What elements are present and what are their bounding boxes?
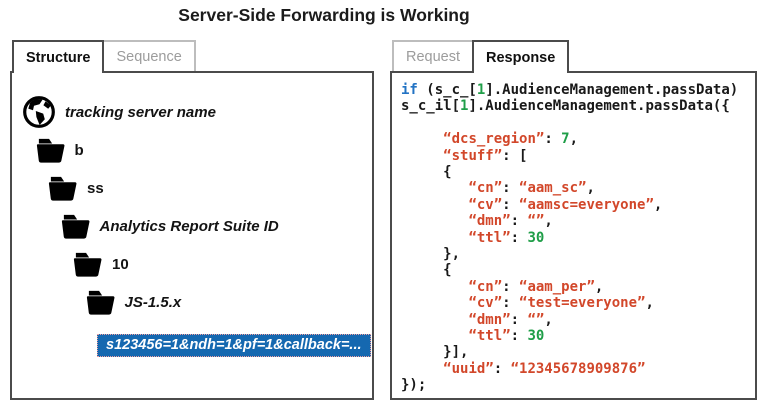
code-line: if (s_c_[1].AudienceManagement.passData) (401, 82, 739, 98)
code-line: “dmn”: “”, (468, 213, 553, 230)
folder-icon (72, 251, 103, 278)
tab-label: Response (486, 49, 556, 66)
tree-item-label: ss (87, 179, 104, 197)
code-line: “dmn”: “”, (468, 311, 553, 328)
folder-icon (47, 175, 78, 202)
code-line: “cn”: “aam_sc”, (468, 180, 595, 197)
tree-item[interactable]: b (35, 131, 373, 169)
tab-label: Structure (26, 49, 91, 66)
code-line: “cn”: “aam_per”, (468, 278, 604, 295)
page-title: Server-Side Forwarding is Working (178, 5, 470, 25)
code-line: s_c_il[1].AudienceManagement.passData({ (401, 98, 730, 115)
code-line: “ttl”: 30 (468, 328, 545, 345)
tree-item-label: 10 (112, 255, 129, 273)
tab-structure[interactable]: Structure (12, 40, 105, 73)
tree-item-label: tracking server name (65, 103, 216, 121)
tree-item-label: JS-1.5.x (124, 293, 182, 311)
response-panel: if (s_c_[1].AudienceManagement.passData)… (390, 71, 757, 400)
tree-item[interactable]: tracking server name (22, 93, 372, 131)
code-line: “dcs_region”: 7, (443, 131, 579, 148)
code-line: “uuid”: “12345678909876” (443, 360, 646, 377)
left-tab-bar: Structure Sequence (12, 40, 196, 73)
tree-item-selected[interactable]: s123456=1&ndh=1&pf=1&callback=... (97, 333, 372, 357)
globe-icon (22, 95, 56, 129)
tree-item[interactable]: Analytics Report Suite ID (60, 207, 373, 245)
code-block: if (s_c_[1].AudienceManagement.passData)… (392, 73, 755, 394)
tab-request[interactable]: Request (392, 40, 475, 71)
code-line: }], (401, 344, 469, 361)
code-line: { (401, 262, 452, 279)
tree-item[interactable]: JS-1.5.x (85, 283, 373, 321)
tab-label: Request (406, 48, 461, 65)
code-line: “stuff”: [ (443, 147, 528, 164)
code-line (401, 115, 749, 131)
folder-icon (35, 137, 66, 164)
selected-request-url: s123456=1&ndh=1&pf=1&callback=... (97, 333, 371, 357)
folder-icon (60, 213, 91, 240)
tree-item-label: b (74, 141, 84, 159)
code-line: { (401, 164, 452, 181)
tab-label: Sequence (116, 48, 182, 65)
tree-item[interactable]: 10 (72, 245, 372, 283)
tab-response[interactable]: Response (472, 40, 570, 73)
code-line: }, (401, 246, 461, 263)
folder-icon (85, 289, 116, 316)
tree-item-label: Analytics Report Suite ID (99, 217, 279, 235)
tab-sequence[interactable]: Sequence (102, 40, 196, 71)
code-line: “cv”: “aamsc=everyone”, (468, 196, 663, 213)
code-line: “ttl”: 30 (468, 229, 545, 246)
tree-item[interactable]: ss (47, 169, 372, 207)
right-tab-bar: Request Response (392, 40, 570, 73)
code-line: “cv”: “test=everyone”, (468, 295, 654, 312)
code-line: }); (401, 377, 427, 394)
